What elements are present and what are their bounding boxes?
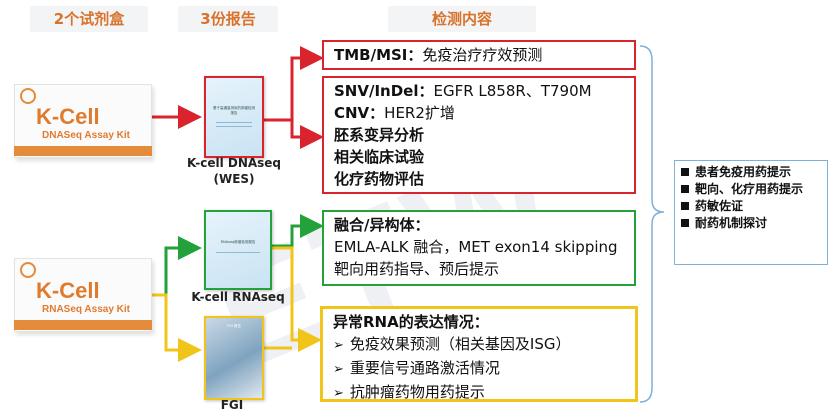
report-rnaseq-thumbnail: RNAseq肿瘤检测报告 [204, 210, 272, 290]
header-content: 检测内容 [388, 6, 536, 32]
kit-name: K-Cell [36, 278, 100, 303]
square-bullet-icon [681, 185, 689, 193]
report-fgi-thumbnail: FGI 报告 [204, 316, 264, 400]
summary-box: 患者免疫用药提示 靶向、化疗用药提示 药敏佐证 耐药机制探讨 [674, 160, 828, 265]
arrow-rna-kit-rnaseq [150, 236, 202, 297]
summary-item: 患者免疫用药提示 [695, 165, 792, 179]
square-bullet-icon [681, 168, 689, 176]
report-rnaseq-label: K-cell RNAseq [191, 290, 285, 304]
summary-item: 药敏佐证 [695, 199, 744, 213]
content-box-fusion: 融合/异构体： EMLA-ALK 融合，MET exon14 skipping … [322, 210, 636, 286]
cnv-text: HER2扩增 [384, 104, 455, 122]
snv-text: EGFR L858R、T790M [433, 82, 592, 100]
kit-rnaseq: K-Cell RNASeq Assay Kit [6, 248, 156, 336]
square-bullet-icon [681, 219, 689, 227]
rna-item: 抗肿瘤药物用药提示 [349, 383, 485, 401]
cnv-label: CNV： [334, 104, 385, 122]
report-dnaseq-sublabel: (WES) [213, 172, 255, 186]
germline-text: 胚系变异分析 [334, 126, 425, 144]
report-thumbnail-title: FGI 报告 [227, 324, 241, 328]
report-dnaseq-label: K-cell DNAseq [186, 156, 282, 170]
report-thumbnail-title: 基于高通量测序的肿瘤检测报告 [213, 106, 255, 115]
header-kits: 2个试剂盒 [30, 6, 148, 32]
arrow-rnaseq-fusion [270, 214, 324, 248]
arrow-rnaseq-rna [270, 246, 322, 352]
content-box-snv: SNV/InDel：EGFR L858R、T790M CNV：HER2扩增 胚系… [322, 76, 636, 194]
content-box-tmb: TMB/MSI：免疫治疗疗效预测 [322, 40, 636, 70]
arrow-dna-snv [290, 120, 324, 149]
report-thumbnail-title: RNAseq肿瘤检测报告 [220, 240, 256, 244]
tmb-text: 免疫治疗疗效预测 [422, 46, 543, 64]
kit-logo-icon [20, 88, 36, 104]
arrow-dna-tmb [262, 46, 324, 122]
report-dnaseq-thumbnail: 基于高通量测序的肿瘤检测报告 [204, 76, 264, 158]
square-bullet-icon [681, 202, 689, 210]
chemo-text: 化疗药物评估 [334, 170, 425, 188]
report-fgi-label: FGI [220, 398, 244, 412]
clinical-trials-text: 相关临床试验 [334, 148, 425, 166]
fusion-line-1: EMLA-ALK 融合，MET exon14 skipping [334, 238, 618, 256]
tmb-label: TMB/MSI： [334, 46, 423, 64]
fusion-line-2: 靶向用药指导、预后提示 [334, 260, 500, 278]
kit-dnaseq: K-Cell DNASeq Assay Kit [6, 74, 156, 162]
arrowhead-bullet-icon: ➢ [333, 338, 344, 353]
summary-bracket [639, 45, 665, 403]
summary-item: 耐药机制探讨 [695, 216, 768, 230]
kit-subtitle: RNASeq Assay Kit [42, 304, 130, 315]
fusion-title: 融合/异构体： [334, 216, 430, 234]
rna-item: 重要信号通路激活情况 [349, 359, 500, 377]
kit-name: K-Cell [36, 104, 100, 129]
header-reports: 3份报告 [178, 6, 278, 32]
kit-subtitle: DNASeq Assay Kit [42, 130, 130, 141]
content-box-rna: 异常RNA的表达情况： ➢ 免疫效果预测（相关基因及ISG） ➢ 重要信号通路激活情… [320, 306, 638, 402]
kit-logo-icon [20, 262, 36, 278]
arrowhead-bullet-icon: ➢ [333, 362, 344, 377]
summary-item: 靶向、化疗用药提示 [695, 182, 804, 196]
snv-label: SNV/InDel： [334, 82, 434, 100]
rna-item: 免疫效果预测（相关基因及ISG） [349, 335, 571, 353]
arrowhead-bullet-icon: ➢ [333, 386, 344, 401]
rna-title: 异常RNA的表达情况： [333, 313, 489, 331]
